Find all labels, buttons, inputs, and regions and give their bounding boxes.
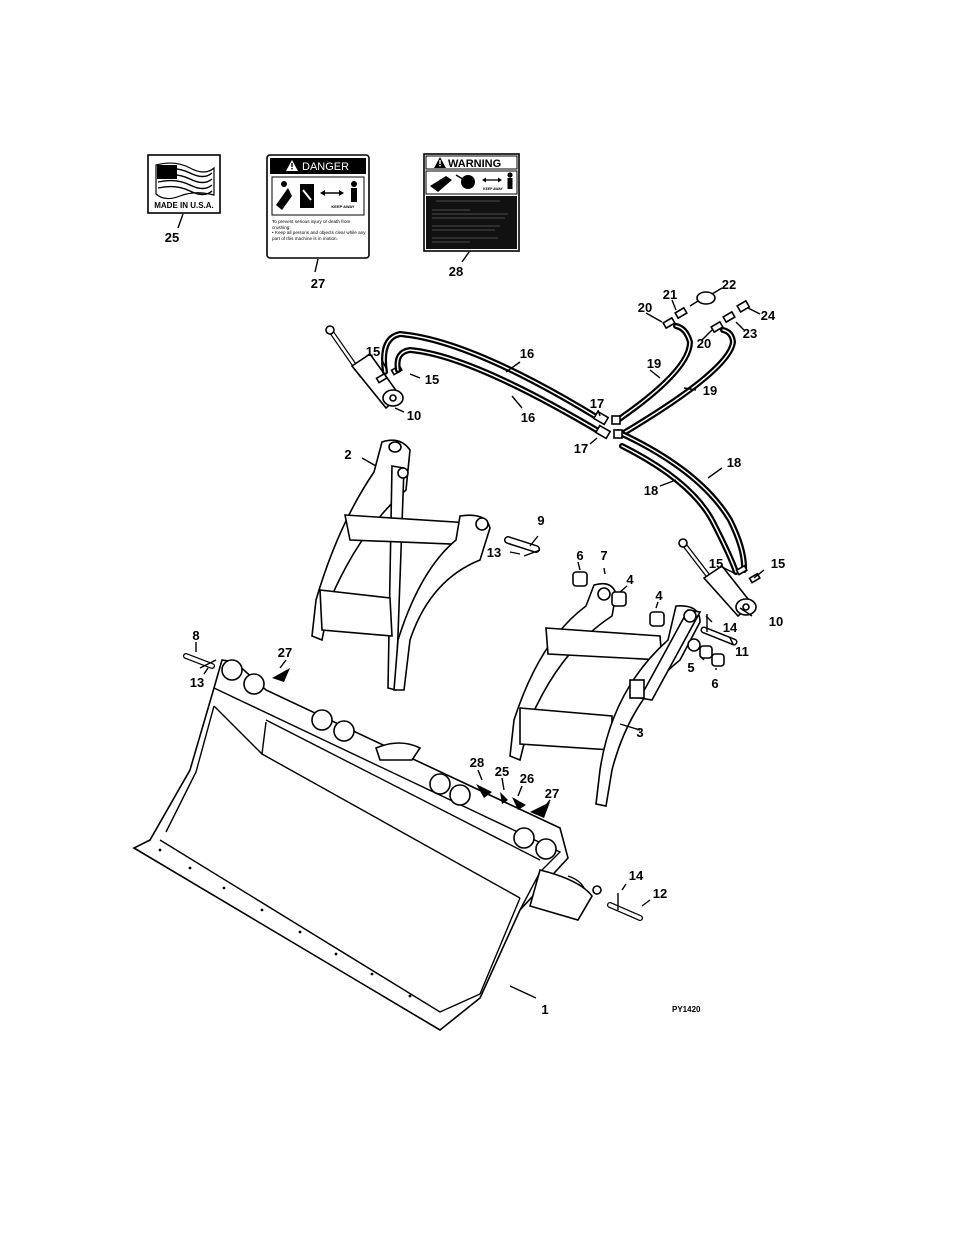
callout-6b: 6 xyxy=(711,676,718,691)
callout-17a: 17 xyxy=(590,396,604,411)
callout-27b: 27 xyxy=(545,786,559,801)
callout-5: 5 xyxy=(687,660,694,675)
callout-16b: 16 xyxy=(521,410,535,425)
decal-made-in-usa: MADE IN U.S.A. xyxy=(147,154,221,214)
callout-13a: 13 xyxy=(190,675,204,690)
callout-7: 7 xyxy=(600,548,607,563)
callout-26: 26 xyxy=(520,771,534,786)
danger-bullet-text: • Keep all persons and objects clear whi… xyxy=(272,230,366,241)
callout-19a: 19 xyxy=(647,356,661,371)
callout-3: 3 xyxy=(636,725,643,740)
leader-lines xyxy=(195,287,765,999)
callout-11: 11 xyxy=(735,644,749,659)
callout-12: 12 xyxy=(653,886,667,901)
callout-23: 23 xyxy=(743,326,757,341)
pin-12 xyxy=(607,893,643,921)
callout-9: 9 xyxy=(537,513,544,528)
made-in-usa-text: MADE IN U.S.A. xyxy=(154,201,214,210)
warning-keep-away: KEEP AWAY xyxy=(483,187,503,191)
callout-20a: 20 xyxy=(638,300,652,315)
bucket xyxy=(132,659,602,1031)
lift-arm-right xyxy=(509,582,702,807)
callout-4a: 4 xyxy=(626,572,634,587)
callout-19b: 19 xyxy=(703,383,717,398)
danger-body-text: To prevent serious injury or death from … xyxy=(272,219,351,230)
callout-14a: 14 xyxy=(723,620,738,635)
callout-1: 1 xyxy=(541,1002,548,1017)
danger-title: DANGER xyxy=(302,161,349,173)
keep-away-icon-2 xyxy=(482,172,513,189)
callout-15b: 15 xyxy=(425,372,439,387)
callout-18b: 18 xyxy=(644,483,658,498)
callout-15a: 15 xyxy=(366,344,380,359)
callout-25: 25 xyxy=(165,230,179,245)
callout-4b: 4 xyxy=(655,588,663,603)
lift-arm-hazard-icon xyxy=(300,184,314,208)
lift-cylinder-right xyxy=(678,538,761,618)
decal-danger: DANGER KEEP AWAY To prevent serious inju… xyxy=(266,154,370,259)
pin-9 xyxy=(504,536,541,557)
figure-code: PY1420 xyxy=(672,1005,701,1014)
callout-10b: 10 xyxy=(769,614,783,629)
callout-20b: 20 xyxy=(697,336,711,351)
entanglement-icon xyxy=(455,174,475,189)
callout-16a: 16 xyxy=(520,346,534,361)
callout-25-bucket: 25 xyxy=(495,764,509,779)
callout-28-decal: 28 xyxy=(449,264,463,279)
callout-27-decal: 27 xyxy=(311,276,325,291)
callout-6a: 6 xyxy=(576,548,583,563)
callout-10a: 10 xyxy=(407,408,421,423)
callout-8: 8 xyxy=(192,628,199,643)
callout-13b: 13 xyxy=(487,545,501,560)
callout-15c: 15 xyxy=(709,556,723,571)
warning-text-panel xyxy=(426,196,517,249)
warning-fine-print xyxy=(432,200,508,243)
bushings xyxy=(572,571,725,667)
callout-24: 24 xyxy=(761,308,776,323)
callout-22: 22 xyxy=(722,277,736,292)
danger-keep-away: KEEP AWAY xyxy=(331,204,355,209)
callout-14b: 14 xyxy=(629,868,644,883)
hand-hazard-icon xyxy=(430,176,452,192)
hydraulic-hoses xyxy=(381,291,751,575)
lift-arm-left xyxy=(311,439,491,692)
pin-8 xyxy=(183,653,217,669)
crush-hazard-icon xyxy=(276,181,292,210)
warning-title: WARNING xyxy=(448,158,501,170)
callout-labels: 1 2 3 4 4 5 6 6 7 8 9 10 10 11 12 13 13 … xyxy=(190,277,785,1017)
us-flag-icon xyxy=(155,162,215,200)
decal-warning: WARNING KEEP AWAY xyxy=(423,153,520,252)
callout-15d: 15 xyxy=(771,556,785,571)
warning-triangle-icon-2 xyxy=(434,157,446,168)
callout-27a: 27 xyxy=(278,645,292,660)
callout-18a: 18 xyxy=(727,455,741,470)
callout-28-bucket: 28 xyxy=(470,755,484,770)
warning-triangle-icon xyxy=(286,160,298,171)
callout-2: 2 xyxy=(344,447,351,462)
callout-21: 21 xyxy=(663,287,677,302)
keep-away-icon xyxy=(320,181,357,202)
callout-17b: 17 xyxy=(574,441,588,456)
